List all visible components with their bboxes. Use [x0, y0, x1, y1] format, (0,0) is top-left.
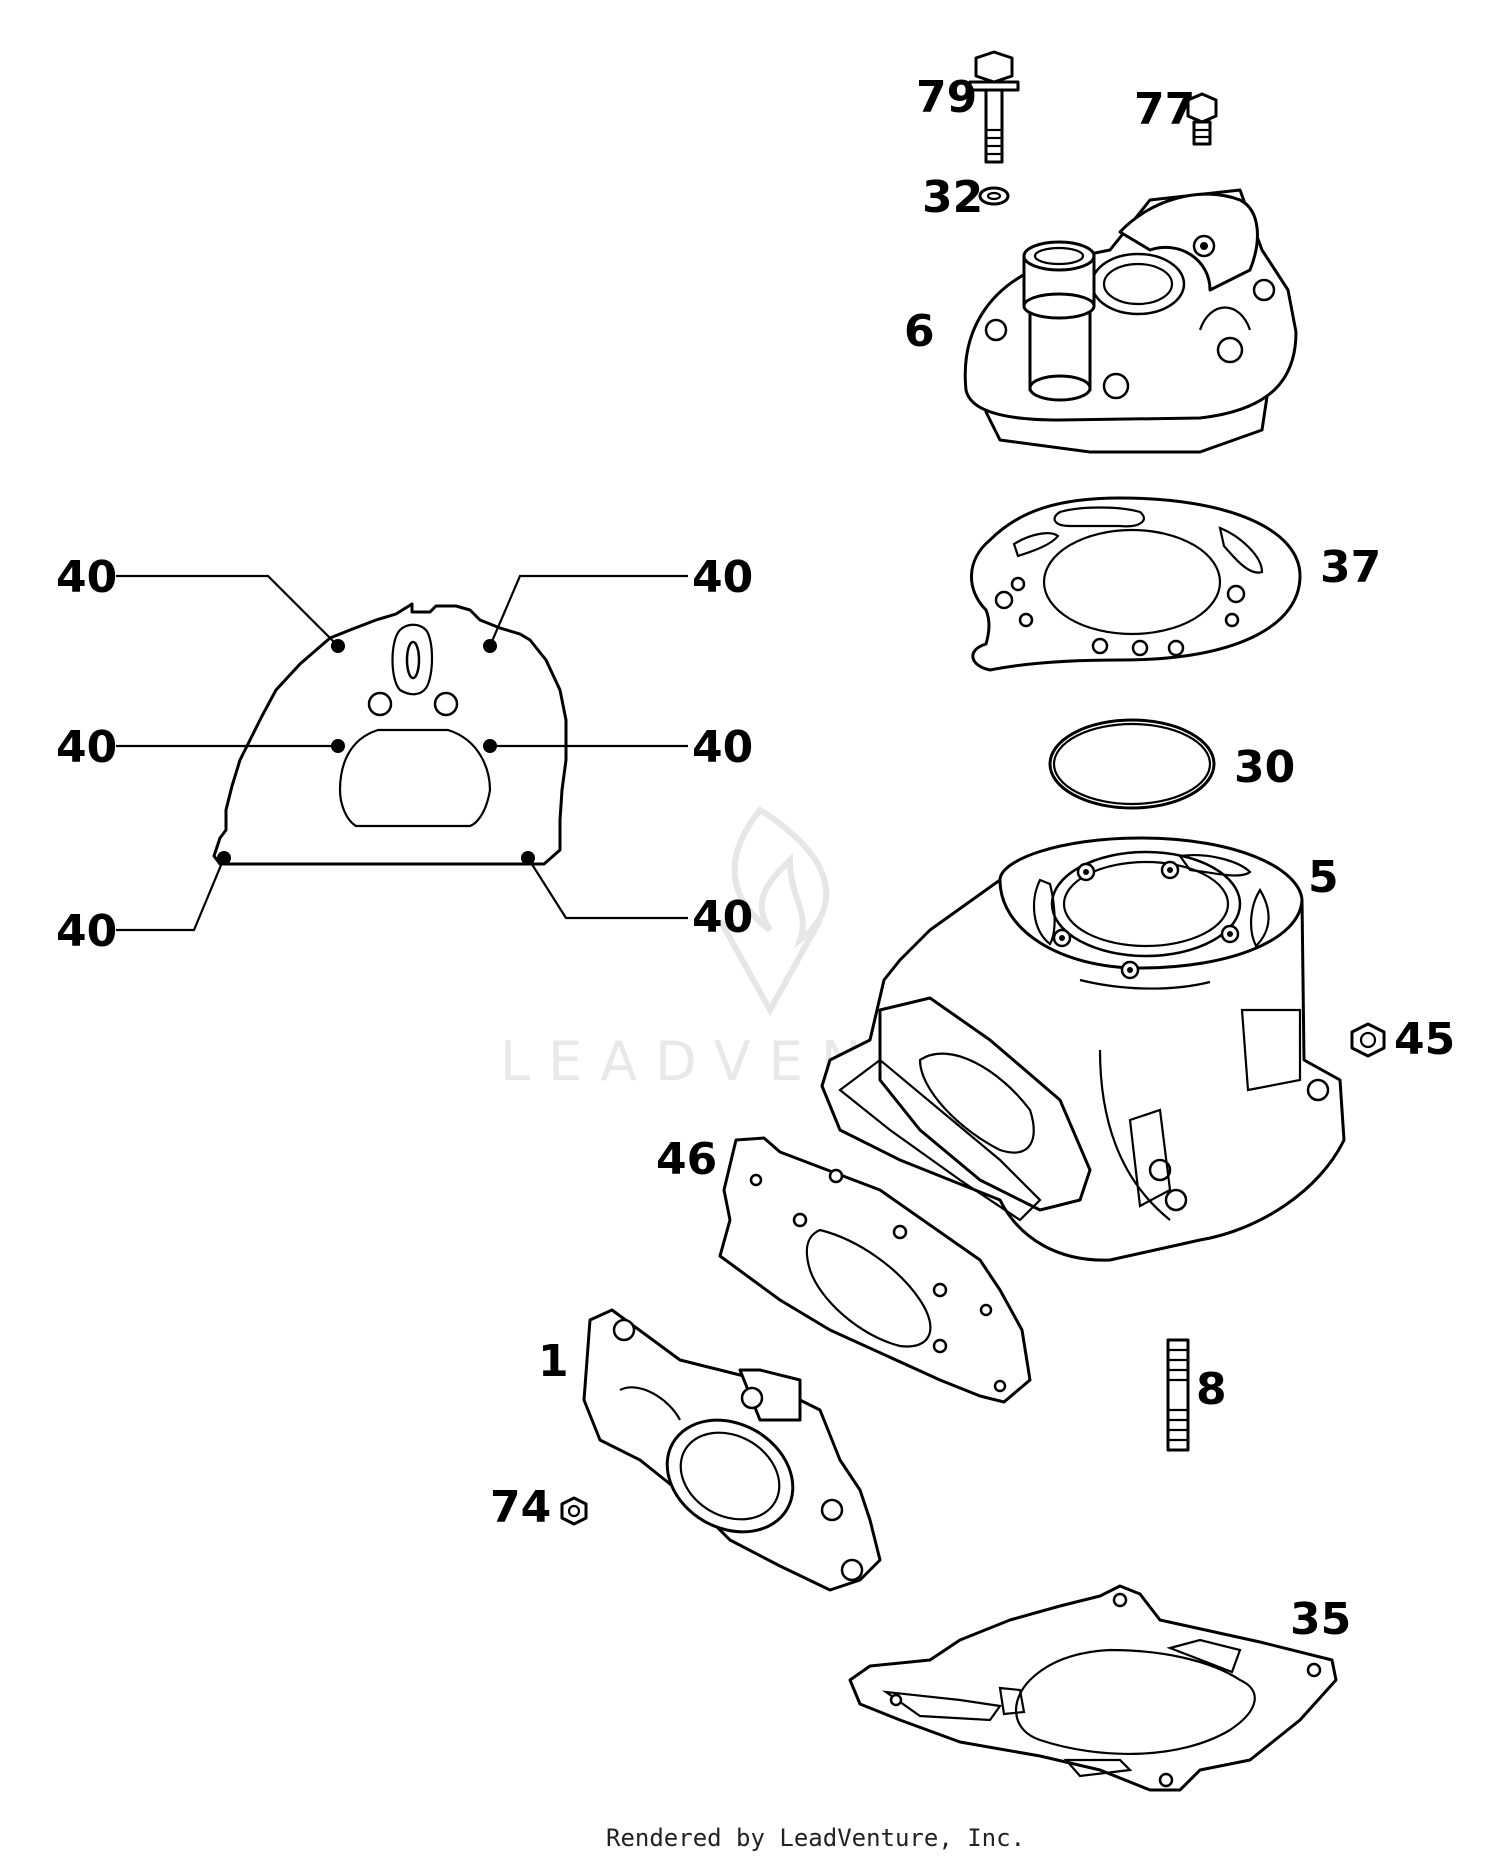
- callout-5: 5: [1308, 852, 1339, 903]
- cylinder-5: [820, 836, 1346, 1262]
- callout-79: 79: [916, 72, 977, 123]
- callout-40-bot-left: 40: [56, 906, 117, 957]
- washer-32: [978, 186, 1010, 206]
- callout-74: 74: [490, 1482, 551, 1533]
- base-gasket-35: [848, 1584, 1338, 1792]
- callout-46: 46: [656, 1134, 717, 1185]
- callout-40-mid-right: 40: [692, 722, 753, 773]
- intake-manifold-1: [582, 1308, 882, 1592]
- bolt-79: [968, 50, 1020, 164]
- stud-8: [1166, 1338, 1190, 1452]
- head-gasket-37: [970, 496, 1302, 672]
- callout-6: 6: [904, 306, 935, 357]
- callout-40-bot-right: 40: [692, 892, 753, 943]
- callout-77: 77: [1134, 84, 1195, 135]
- callout-32: 32: [922, 172, 983, 223]
- footer-credit: Rendered by LeadVenture, Inc.: [606, 1824, 1025, 1852]
- cylinder-head-6: [963, 188, 1298, 454]
- callout-37: 37: [1320, 542, 1381, 593]
- callout-30: 30: [1234, 742, 1295, 793]
- nut-74: [560, 1496, 588, 1526]
- callout-35: 35: [1290, 1594, 1351, 1645]
- gasket-detail-40: [116, 574, 688, 932]
- intake-gasket-46: [718, 1136, 1032, 1404]
- o-ring-30: [1048, 718, 1216, 810]
- bolt-77: [1186, 92, 1218, 146]
- callout-40-mid-left: 40: [56, 722, 117, 773]
- callout-40-top-left: 40: [56, 552, 117, 603]
- callout-45: 45: [1394, 1014, 1455, 1065]
- callout-40-top-right: 40: [692, 552, 753, 603]
- callout-1: 1: [538, 1336, 569, 1387]
- nut-45: [1350, 1022, 1386, 1058]
- callout-8: 8: [1196, 1364, 1227, 1415]
